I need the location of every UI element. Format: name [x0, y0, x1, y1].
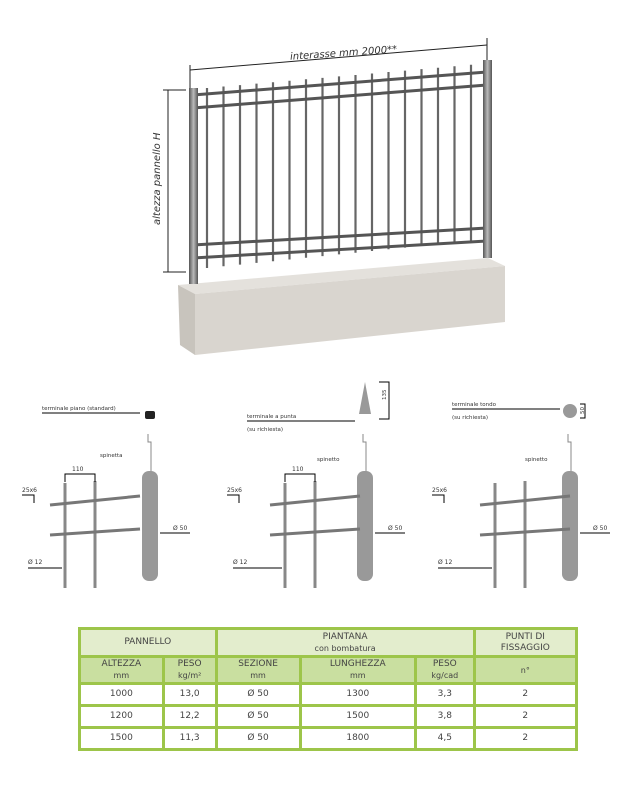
- punti-label: PUNTI DI: [505, 631, 545, 642]
- bar-label: Ø 12: [28, 559, 42, 566]
- fence-rail: [192, 70, 488, 97]
- concrete-base-top: [178, 258, 505, 294]
- pin-label: spinetta: [100, 453, 122, 459]
- round-cap-icon: [563, 404, 577, 418]
- table-cell: 3,8: [414, 704, 476, 729]
- table-cell: 1500: [78, 726, 165, 751]
- column-label: SEZIONE: [238, 659, 278, 669]
- left-post: [189, 88, 198, 284]
- column-header: PESO kg/m²: [161, 655, 218, 685]
- rail: [49, 494, 141, 507]
- column-header: ALTEZZA mm: [78, 655, 165, 685]
- flat-cap-icon: [145, 411, 155, 419]
- terminal-label: terminale a punta: [247, 414, 296, 420]
- post-label: Ø 50: [593, 525, 607, 532]
- detail-pointed-terminal: terminale a punta (su richiesta) 135 spinet…: [227, 381, 405, 588]
- dim-label: 135: [382, 389, 388, 400]
- table-cell: Ø 50: [214, 726, 302, 751]
- detail-round-terminal: terminale tondo (su richiesta) 50 spinettoØ…: [432, 402, 610, 588]
- post: [357, 471, 373, 581]
- column-header: PESO kg/cad: [414, 655, 476, 685]
- rail-label: 25x6: [227, 487, 242, 494]
- column-unit: mm: [250, 671, 266, 680]
- fence-rail: [192, 226, 488, 247]
- dim-label: 50: [580, 407, 586, 414]
- column-unit: n°: [520, 665, 530, 675]
- pointed-cap-icon: [359, 382, 371, 414]
- pin-label: spinetto: [317, 457, 340, 463]
- table-cell: 13,0: [161, 682, 218, 707]
- detail-flat-terminal: terminale piano (standard) spinetta Ø 50 11…: [22, 406, 190, 588]
- terminal-label: terminale tondo: [452, 402, 497, 408]
- column-unit: mm: [350, 671, 366, 680]
- table-cell: Ø 50: [214, 704, 302, 729]
- table-cell: 1000: [78, 682, 165, 707]
- fence-bars: [192, 64, 488, 268]
- piantana-sub: con bombatura: [314, 643, 376, 653]
- post: [142, 471, 158, 581]
- group-pannello: PANNELLO: [78, 627, 218, 658]
- table-cell: 3,3: [414, 682, 476, 707]
- column-header: LUNGHEZZA mm: [298, 655, 418, 685]
- pin-label: spinetto: [525, 457, 548, 463]
- post-label: Ø 50: [388, 525, 402, 532]
- rail-label: 25x6: [22, 487, 37, 494]
- column-unit: kg/m²: [177, 671, 202, 680]
- rail: [269, 527, 361, 537]
- column-label: PESO: [432, 659, 457, 669]
- table-cell: 11,3: [161, 726, 218, 751]
- table-cell: 1800: [298, 726, 418, 751]
- fence-illustration: interasse mm 2000** altezza pannello H: [152, 38, 505, 355]
- column-header: SEZIONE mm: [214, 655, 302, 685]
- table-cell: Ø 50: [214, 682, 302, 707]
- rail: [479, 527, 571, 537]
- bar-label: Ø 12: [438, 559, 452, 566]
- note-label: (su richiesta): [247, 427, 283, 433]
- column-header: n°: [472, 655, 579, 685]
- bar-label: Ø 12: [233, 559, 247, 566]
- table-cell: 1500: [298, 704, 418, 729]
- right-post: [483, 60, 492, 258]
- concrete-base-front: [195, 266, 505, 355]
- width-label: interasse mm 2000**: [290, 44, 398, 62]
- column-label: ALTEZZA: [101, 659, 142, 669]
- post-label: Ø 50: [173, 525, 187, 532]
- height-label: altezza pannello H: [152, 132, 163, 225]
- column-label: LUNGHEZZA: [329, 659, 386, 669]
- rail: [269, 494, 361, 507]
- table-cell: 2: [472, 682, 579, 707]
- column-label: PESO: [177, 659, 202, 669]
- rail-label: 25x6: [432, 487, 447, 494]
- rail: [479, 494, 571, 507]
- fence-rail: [192, 239, 488, 260]
- concrete-base-side: [178, 285, 195, 355]
- note-label: (su richiesta): [452, 415, 488, 421]
- table-cell: 2: [472, 704, 579, 729]
- punti-label-2: FISSAGGIO: [500, 642, 550, 653]
- table-cell: 1300: [298, 682, 418, 707]
- table-cell: 12,2: [161, 704, 218, 729]
- terminal-label: terminale piano (standard): [42, 406, 116, 412]
- fence-rail: [192, 83, 488, 110]
- column-unit: kg/cad: [431, 671, 459, 680]
- column-unit: mm: [113, 671, 130, 680]
- rail: [49, 527, 141, 537]
- table-cell: 1200: [78, 704, 165, 729]
- post: [562, 471, 578, 581]
- spacing-label: 110: [72, 466, 84, 473]
- piantana-label: PIANTANA: [322, 631, 368, 642]
- spacing-label: 110: [292, 466, 304, 473]
- table-cell: 4,5: [414, 726, 476, 751]
- table-cell: 2: [472, 726, 579, 751]
